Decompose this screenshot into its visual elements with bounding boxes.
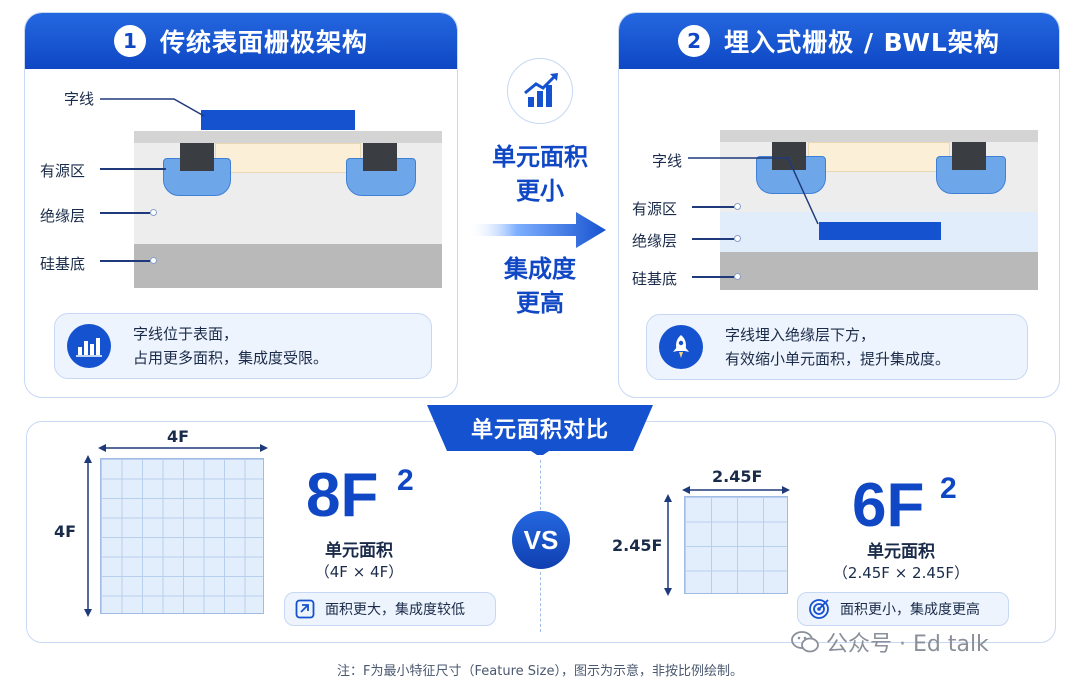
label-active-region: 有源区	[632, 200, 678, 218]
left-width-dimension	[98, 444, 268, 452]
right-note-text: 字线埋入绝缘层下方， 有效缩小单元面积，提升集成度。	[725, 323, 950, 371]
surface-cap-layer	[134, 131, 442, 143]
left-area-exponent: 2	[397, 464, 414, 497]
left-result-text: 面积更大，集成度较低	[325, 602, 465, 618]
label-substrate: 硅基底	[632, 270, 678, 288]
left-note-line-1: 字线位于表面，	[133, 325, 239, 343]
left-area-expression: （4F × 4F）	[314, 563, 404, 581]
right-height-dimension	[664, 494, 672, 596]
left-height-dimension	[84, 455, 92, 617]
leader-substrate	[692, 276, 734, 278]
left-note-box: 字线位于表面， 占用更多面积，集成度受限。	[54, 313, 432, 379]
left-area-value: 8F	[306, 461, 379, 530]
wechat-icon	[791, 631, 819, 653]
left-note-line-2: 占用更多面积，集成度受限。	[133, 349, 329, 367]
leader-substrate-dot	[734, 273, 741, 280]
label-active-region: 有源区	[40, 162, 86, 180]
right-area-caption: 单元面积	[867, 542, 935, 562]
leader-insulator-dot	[150, 209, 157, 216]
contact-right	[952, 142, 986, 170]
bar-chart-icon	[67, 324, 111, 368]
right-result-text: 面积更小，集成度更高	[840, 602, 980, 618]
right-arrow-icon	[468, 212, 606, 248]
right-height-label: 2.45F	[612, 536, 663, 555]
right-area-expression: （2.45F × 2.45F）	[832, 564, 970, 582]
buried-word-line	[819, 222, 941, 240]
left-area-caption: 单元面积	[325, 541, 393, 561]
leader-active-region	[100, 168, 166, 170]
right-result-pill: 面积更小，集成度更高	[797, 592, 1009, 626]
contact-left	[180, 143, 214, 171]
leader-substrate	[100, 260, 150, 262]
label-insulator: 绝缘层	[40, 207, 86, 225]
substrate-layer	[720, 252, 1038, 290]
middle-line-4: 更高	[516, 289, 564, 317]
right-note-line-2: 有效缩小单元面积，提升集成度。	[725, 350, 951, 368]
leader-active-region-dot	[734, 203, 741, 210]
surface-cap-layer	[720, 130, 1038, 142]
rocket-icon	[659, 325, 703, 369]
leader-insulator	[692, 238, 734, 240]
footnote: 注：F为最小特征尺寸（Feature Size），图示为示意，非按比例绘制。	[337, 664, 743, 679]
middle-text-integration-higher: 集成度 更高	[465, 252, 615, 320]
left-panel-title: 传统表面栅极架构	[159, 28, 368, 57]
channel-region	[215, 143, 361, 173]
leader-word-line	[688, 157, 819, 225]
watermark-text: 公众号 · Ed talk	[826, 632, 989, 657]
leader-insulator-dot	[734, 235, 741, 242]
contact-right	[363, 143, 397, 171]
left-cell-grid	[100, 458, 264, 614]
left-panel-header: 1 传统表面栅极架构	[25, 13, 457, 69]
watermark: 公众号 · Ed talk	[790, 626, 989, 658]
right-area-exponent: 2	[940, 472, 957, 505]
right-width-dimension	[682, 486, 790, 494]
middle-line-1: 单元面积	[492, 143, 588, 171]
left-note-text: 字线位于表面， 占用更多面积，集成度受限。	[133, 322, 328, 370]
step-number-badge: 2	[678, 25, 711, 57]
target-icon	[809, 599, 829, 619]
label-insulator: 绝缘层	[632, 232, 678, 250]
leader-word-line	[100, 98, 205, 117]
left-height-label: 4F	[54, 522, 77, 541]
right-cell-grid	[684, 496, 788, 594]
right-note-box: 字线埋入绝缘层下方， 有效缩小单元面积，提升集成度。	[646, 314, 1028, 380]
middle-line-3: 集成度	[504, 255, 576, 283]
channel-region	[808, 142, 950, 172]
comparison-banner	[427, 405, 653, 455]
comparison-divider-top	[540, 460, 541, 510]
left-result-pill: 面积更大，集成度较低	[284, 592, 496, 626]
leader-insulator	[100, 212, 150, 214]
comparison-divider-bottom	[540, 572, 541, 632]
contact-left	[772, 142, 806, 170]
comparison-banner-title: 单元面积对比	[470, 418, 609, 443]
leader-active-region	[692, 206, 734, 208]
right-area-value: 6F	[852, 471, 925, 540]
growth-chart-icon	[507, 58, 573, 124]
right-note-line-1: 字线埋入绝缘层下方，	[725, 326, 876, 344]
right-panel-title: 埋入式栅极 / BWL架构	[724, 28, 1000, 57]
right-panel-header: 2 埋入式栅极 / BWL架构	[619, 13, 1059, 69]
left-width-label: 4F	[167, 427, 190, 446]
surface-word-line	[201, 110, 355, 130]
right-width-label: 2.45F	[712, 467, 763, 486]
expand-icon	[295, 599, 315, 619]
label-word-line: 字线	[652, 152, 683, 170]
leader-substrate-dot	[150, 257, 157, 264]
vs-badge: VS	[512, 511, 570, 569]
step-number-badge: 1	[113, 25, 146, 57]
label-word-line: 字线	[64, 90, 95, 108]
middle-text-area-smaller: 单元面积 更小	[465, 140, 615, 208]
label-substrate: 硅基底	[40, 255, 86, 273]
substrate-layer	[134, 244, 442, 288]
middle-line-2: 更小	[516, 177, 564, 205]
